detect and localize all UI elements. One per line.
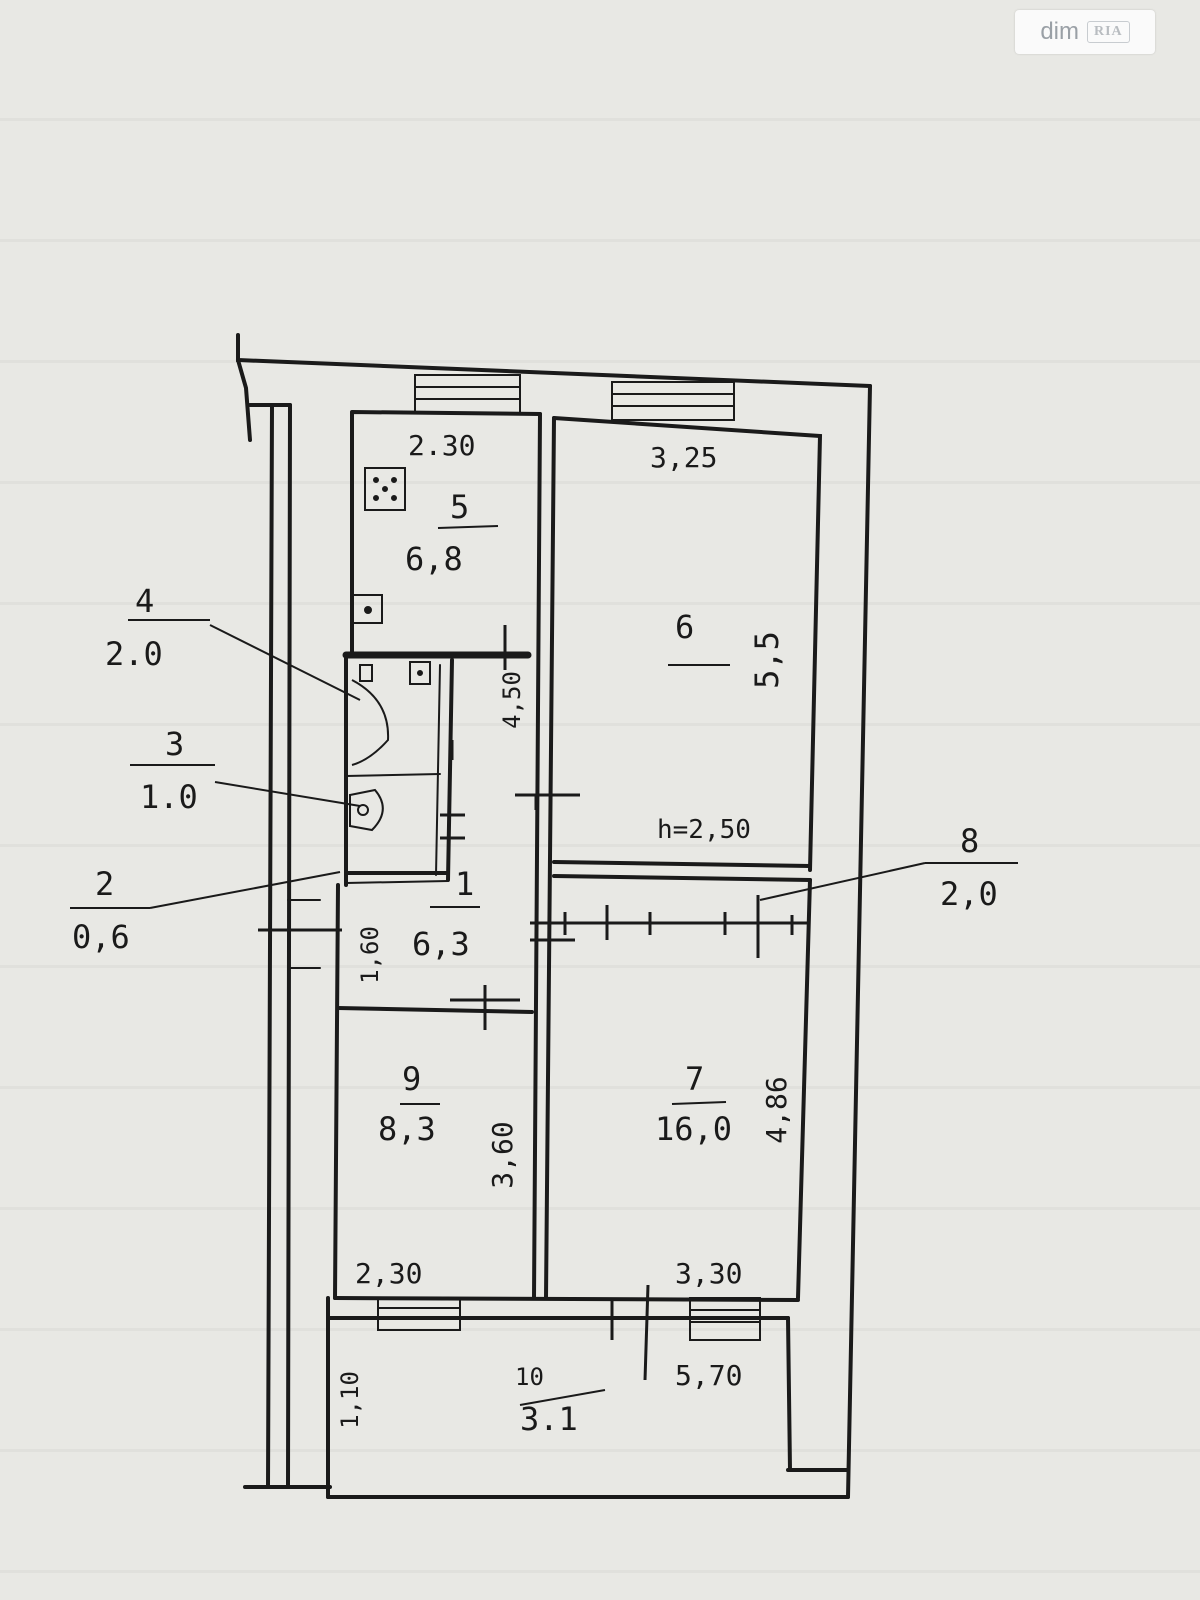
room-5-number: 5 [450,488,469,526]
dim-room6-width: 3,25 [650,441,717,474]
walls [236,333,872,1499]
room-3-area: 1.0 [140,778,198,816]
room-5-area: 6,8 [405,540,463,578]
frac-10 [519,1389,606,1406]
dim-ria-watermark: dim RIA [1015,10,1155,54]
room-7-area: 16,0 [655,1110,732,1148]
window-room6 [611,381,735,421]
dim-kitchen-width: 2.30 [408,429,475,462]
window-kitchen [414,374,521,414]
room6-bottom-wall [552,860,812,868]
room-9-number: 9 [402,1060,421,1098]
corner-wall [236,358,252,442]
bathroom-right-inner [435,664,441,876]
balcony-right-wall [786,1316,792,1472]
room-labels: 5 6,8 6 5,5 4 2.0 3 1.0 2 0,6 1 6,3 8 2,… [72,488,998,1438]
room9-left-wall [333,883,340,1300]
room-4-number: 4 [135,582,154,620]
room-6-number: 6 [675,608,694,646]
leader-4 [209,624,361,701]
sink-icon [351,594,383,624]
watermark-logo: RIA [1087,21,1130,43]
dim-room7-width: 3,30 [675,1257,742,1290]
room7-top-wall [552,874,812,882]
room9-top-wall [336,1006,534,1014]
room-2-area: 0,6 [72,918,130,956]
frac-5 [437,525,499,529]
bathtub-icon [351,661,431,766]
dim-ceiling-height: h=2,50 [657,815,751,845]
room-4-area: 2.0 [105,635,163,673]
room-1-area: 6,3 [412,925,470,963]
room6-walls [552,416,823,872]
window-room9 [377,1297,461,1331]
leader-lines [70,525,1018,1406]
leader-2 [149,871,341,909]
room-2-number: 2 [95,865,114,903]
window-room7 [689,1297,761,1341]
dim-room9-width: 2,30 [355,1257,422,1290]
room-9-area: 8,3 [378,1110,436,1148]
stove-icon [364,467,406,511]
entrance-stub [287,899,321,969]
watermark-text: dim [1040,18,1079,45]
fixtures [349,467,431,832]
door-marks [258,625,810,1381]
windows [377,374,761,1341]
dim-balcony-depth: 1,10 [336,1371,364,1429]
left-inner-wall [286,403,292,1489]
dim-balcony-length: 5,70 [675,1359,742,1392]
right-outer-wall [846,384,872,1499]
room-10-area: 3.1 [520,1400,578,1438]
room-3-number: 3 [165,725,184,763]
central-partition-inner [544,416,556,1300]
room-8-number: 8 [960,822,979,860]
dim-room7-length: 4,86 [760,1076,793,1143]
room7-right-wall [796,878,812,1300]
room-10-number: 10 [515,1363,544,1391]
leader-3 [214,781,361,807]
frac-7 [671,1101,727,1105]
room-6-area: 5,5 [748,631,786,689]
top-outer-wall [236,333,872,388]
dimension-labels: 2.30 3,25 4,50 h=2,50 1,60 3,60 4,86 2,3… [336,429,793,1429]
leader-8 [759,862,926,901]
central-partition [532,412,542,1300]
room-8-area: 2,0 [940,875,998,913]
left-outer-wall [266,403,274,1489]
bathroom-right-wall [446,658,454,882]
dim-room9-length: 3,60 [486,1121,519,1188]
room-1-number: 1 [455,865,474,903]
bath-wc-divider [345,773,441,777]
dim-hall-length: 1,60 [356,926,384,984]
wc-bottom-inner [345,880,449,884]
room-7-number: 7 [685,1060,704,1098]
dim-corridor-length: 4,50 [498,671,526,729]
toilet-icon [349,788,384,832]
